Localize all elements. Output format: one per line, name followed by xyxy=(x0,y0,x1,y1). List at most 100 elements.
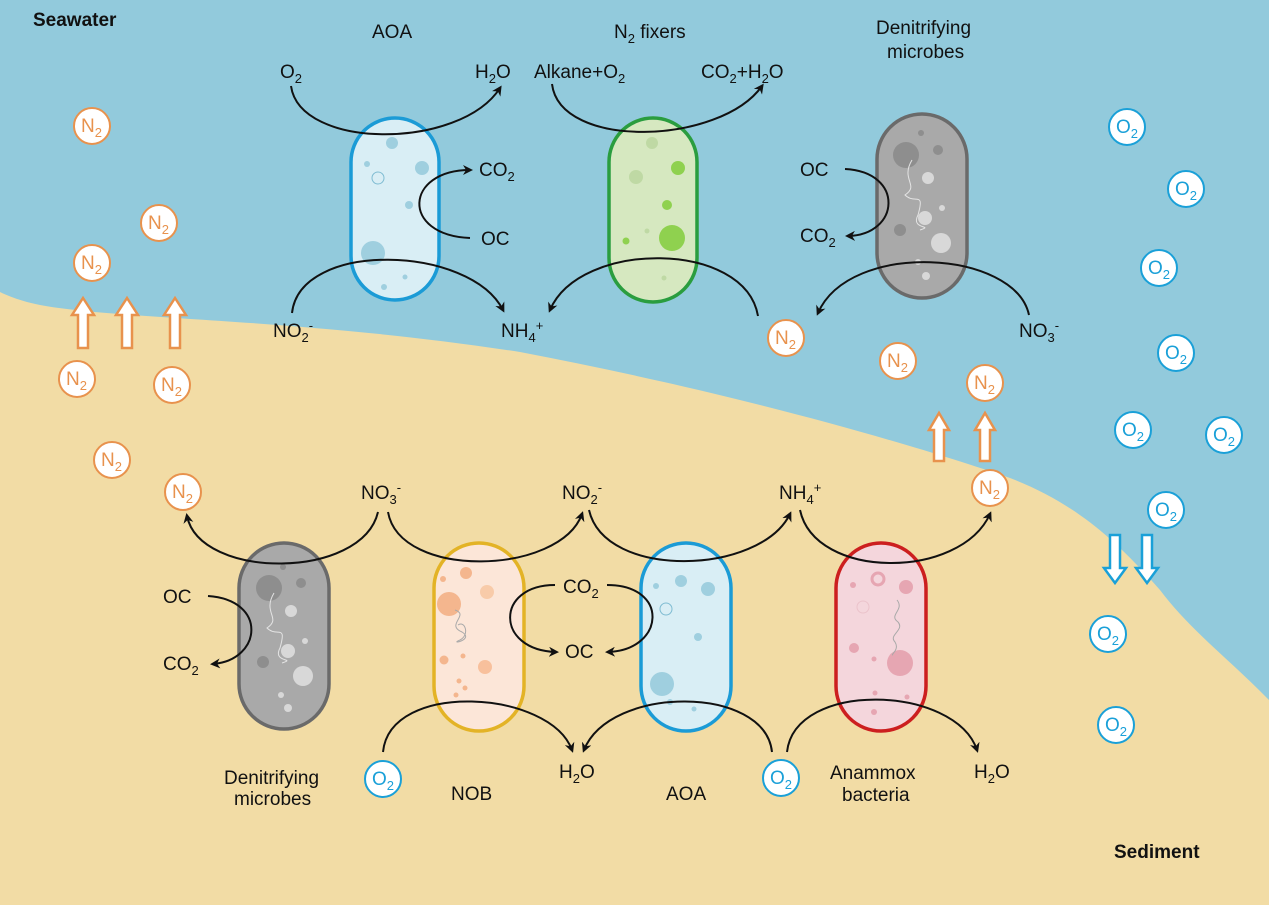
aoa-bottom-co2-arrow xyxy=(605,584,654,657)
o2-bubble-label: O2 xyxy=(1155,500,1177,524)
n2-bubble-label: N2 xyxy=(887,351,908,375)
denitrifiers-bottom-name-1: Denitrifying xyxy=(224,768,319,789)
aoa-top-no2-arrow xyxy=(291,258,505,314)
denitrifiers-bottom-granules xyxy=(256,564,313,712)
o2-bubble-label: O2 xyxy=(1213,425,1235,449)
nob-cell xyxy=(432,541,526,733)
o2-bubble-circle xyxy=(1089,615,1127,653)
aoa-top-o2: O2 xyxy=(280,62,302,86)
aoa-top-oc: OC xyxy=(481,229,510,250)
anammox-granules xyxy=(849,571,913,715)
o2-bubble-label: O2 xyxy=(1165,343,1187,367)
denitrifiers-bottom-oc-arrow xyxy=(207,595,253,669)
down-arrow-icon xyxy=(1133,533,1161,586)
sediment-label: Sediment xyxy=(1114,842,1200,863)
n2-fixers-name: N2 fixers xyxy=(614,22,686,46)
up-arrow-icon xyxy=(926,410,952,463)
o2-down-arrows xyxy=(1101,533,1161,586)
denitrifiers-bottom-co2: CO2 xyxy=(163,654,199,678)
n2-molecule: N2 xyxy=(966,364,1004,402)
aoa-top-co2: CO2 xyxy=(479,160,515,184)
denitrifiers-top-oc-arrow xyxy=(844,168,890,241)
aoa-top-o2-arrow xyxy=(290,85,502,136)
aoa-bottom-o2-arrow xyxy=(581,700,773,753)
anammox-o2-arrow xyxy=(786,698,980,753)
denitrifiers-top-name-1: Denitrifying xyxy=(876,18,971,39)
n2-bubble-label: N2 xyxy=(148,213,169,237)
n2-molecule: N2 xyxy=(140,204,178,242)
o2-bubble-circle xyxy=(1147,491,1185,529)
o2-bubble-circle xyxy=(1157,334,1195,372)
denitrifiers-top-oc: OC xyxy=(800,160,829,181)
n2-bubble-label: N2 xyxy=(979,478,1000,502)
nob-group: NO3- CO2 OC NOB xyxy=(361,480,599,805)
up-arrow-icon xyxy=(161,295,189,350)
o2-bubble-label: O2 xyxy=(1116,117,1138,141)
n2-bubble-circle xyxy=(140,204,178,242)
o2-bubble-circle xyxy=(1114,411,1152,449)
denitrifiers-bottom-dna xyxy=(266,592,288,664)
n2-bubble-circle xyxy=(966,364,1004,402)
o2-bubble-circle xyxy=(762,759,800,797)
denitrifiers-top-group: Denitrifying microbes OC CO2 NO3- xyxy=(800,18,1059,345)
o2-bubble-circle xyxy=(1140,249,1178,287)
aoa-top-h2o: H2O xyxy=(475,62,511,86)
seawater-label: Seawater xyxy=(33,10,117,31)
o2-molecule: O2 xyxy=(1114,411,1152,449)
o2-molecule: O2 xyxy=(1205,416,1243,454)
denitrifiers-top-no3: NO3- xyxy=(1019,318,1059,345)
anammox-nh4-arrow xyxy=(799,509,992,564)
denitrifiers-bottom-no3-arrow xyxy=(183,511,379,565)
o2-molecule: O2 xyxy=(1140,249,1178,287)
up-arrow-icon xyxy=(113,295,141,350)
o2-bubble-circle xyxy=(1205,416,1243,454)
n2-bubble-circle xyxy=(58,360,96,398)
o2-molecule: O2 xyxy=(762,759,800,797)
aoa-bottom-h2o: H2O xyxy=(559,762,595,786)
n2-fixers-n2-arrow xyxy=(548,257,759,317)
aoa-top-name: AOA xyxy=(372,22,412,43)
n2-molecule: N2 xyxy=(879,342,917,380)
anammox-dna xyxy=(891,599,901,656)
n2-bubble-label: N2 xyxy=(172,482,193,506)
n2-fixers-products: CO2+H2O xyxy=(701,62,784,86)
denitrifiers-top-co2: CO2 xyxy=(800,226,836,250)
aoa-bottom-granules xyxy=(650,575,715,712)
o2-molecule: O2 xyxy=(1157,334,1195,372)
n2-molecule: N2 xyxy=(73,244,111,282)
nob-o2-arrow xyxy=(382,700,575,753)
n2-bubble-label: N2 xyxy=(101,450,122,474)
o2-molecule: O2 xyxy=(1167,170,1205,208)
anammox-name-1: Anammox xyxy=(830,763,916,784)
aoa-top-no2: NO2- xyxy=(273,318,313,345)
anammox-name-2: bacteria xyxy=(842,785,910,806)
nob-dna xyxy=(454,609,467,643)
aoa-top-oc-arrow xyxy=(418,165,473,239)
n2-bubble-label: N2 xyxy=(81,253,102,277)
o2-bubble-label: O2 xyxy=(1122,420,1144,444)
denitrifiers-bottom-group: OC CO2 Denitrifying microbes xyxy=(163,511,379,810)
down-arrow-icon xyxy=(1101,533,1129,586)
n2-bubble-label: N2 xyxy=(775,328,796,352)
o2-bubble-label: O2 xyxy=(1097,624,1119,648)
denitrifiers-bottom-cell xyxy=(237,541,331,731)
aoa-bottom-no2-arrow xyxy=(588,509,792,563)
n2-molecule: N2 xyxy=(73,107,111,145)
nob-name: NOB xyxy=(451,784,492,805)
n2-up-arrows-right xyxy=(926,410,998,463)
o2-bubble-circle xyxy=(1097,706,1135,744)
o2-bubble-label: O2 xyxy=(1105,715,1127,739)
n2-up-arrows-left xyxy=(69,295,189,350)
anammox-nh4: NH4+ xyxy=(779,480,821,507)
n2-bubble-label: N2 xyxy=(161,375,182,399)
n2-bubble-circle xyxy=(164,473,202,511)
aoa-bottom-name: AOA xyxy=(666,784,706,805)
n2-bubble-label: N2 xyxy=(66,369,87,393)
n2-molecule: N2 xyxy=(58,360,96,398)
denitrifiers-top-name-2: microbes xyxy=(887,42,964,63)
denitrifiers-top-granules xyxy=(893,130,951,280)
nob-co2: CO2 xyxy=(563,577,599,601)
n2-bubble-circle xyxy=(971,469,1009,507)
